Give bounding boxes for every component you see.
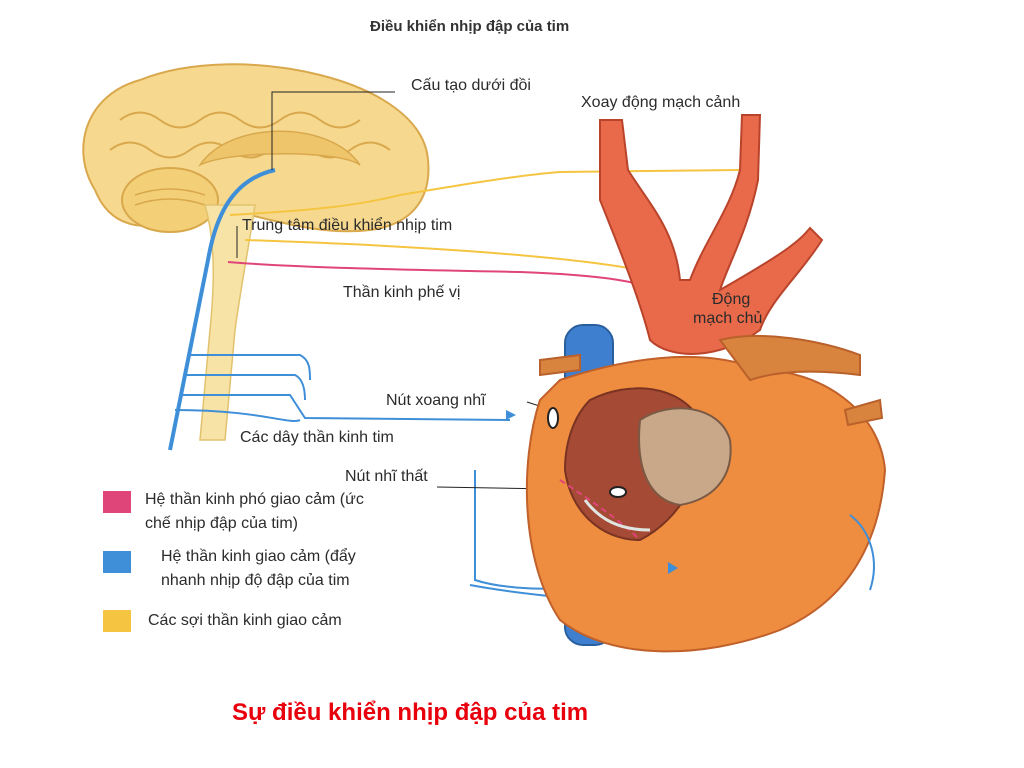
- legend-text-line: nhanh nhịp độ đập của tim: [161, 572, 350, 589]
- legend-swatch-sympathetic-fibers: [103, 610, 131, 632]
- legend-swatch-sympathetic: [103, 551, 131, 573]
- arrow-head-av: [668, 562, 678, 574]
- legend-text-line: chế nhịp đập của tim): [145, 515, 298, 532]
- legend-item-parasympathetic: Hệ thần kinh phó giao cảm (ức chế nhịp đ…: [145, 488, 455, 536]
- legend-item-sympathetic: Hệ thần kinh giao cảm (đẩy nhanh nhịp độ…: [161, 545, 461, 593]
- label-cardiac-nerves: Các dây thần kinh tim: [240, 429, 394, 446]
- heart: [525, 335, 887, 653]
- av-node-marker: [609, 486, 627, 498]
- label-aorta-2: mạch chủ: [693, 310, 763, 327]
- legend-text-line: Hệ thần kinh phó giao cảm (ức: [145, 491, 364, 508]
- legend-item-sympathetic-fibers: Các sợi thần kinh giao cảm: [148, 609, 448, 633]
- aorta: [599, 114, 824, 355]
- brain: [82, 63, 430, 441]
- legend-swatch-parasympathetic: [103, 491, 131, 513]
- label-cardiac-center: Trung tâm điều khiển nhịp tim: [242, 217, 453, 234]
- arrow-head-sa: [506, 410, 516, 420]
- label-aorta-1: Động: [712, 291, 751, 308]
- label-sa-node: Nút xoang nhĩ: [386, 392, 486, 409]
- legend-text-line: Các sợi thần kinh giao cảm: [148, 612, 342, 629]
- label-hypothalamus: Cấu tạo dưới đồi: [411, 77, 531, 94]
- label-av-node: Nút nhĩ thất: [345, 468, 428, 485]
- legend-text-line: Hệ thần kinh giao cảm (đẩy: [161, 548, 356, 565]
- label-carotid: Xoay động mạch cảnh: [581, 94, 741, 111]
- slide-caption: Sự điều khiển nhịp đập của tim: [232, 699, 589, 726]
- diagram-title: Điều khiển nhịp đập của tim: [370, 18, 570, 35]
- sa-node-marker: [547, 407, 559, 429]
- label-vagus: Thần kinh phế vị: [343, 284, 461, 301]
- sympathetic-fiber-line: [229, 169, 741, 216]
